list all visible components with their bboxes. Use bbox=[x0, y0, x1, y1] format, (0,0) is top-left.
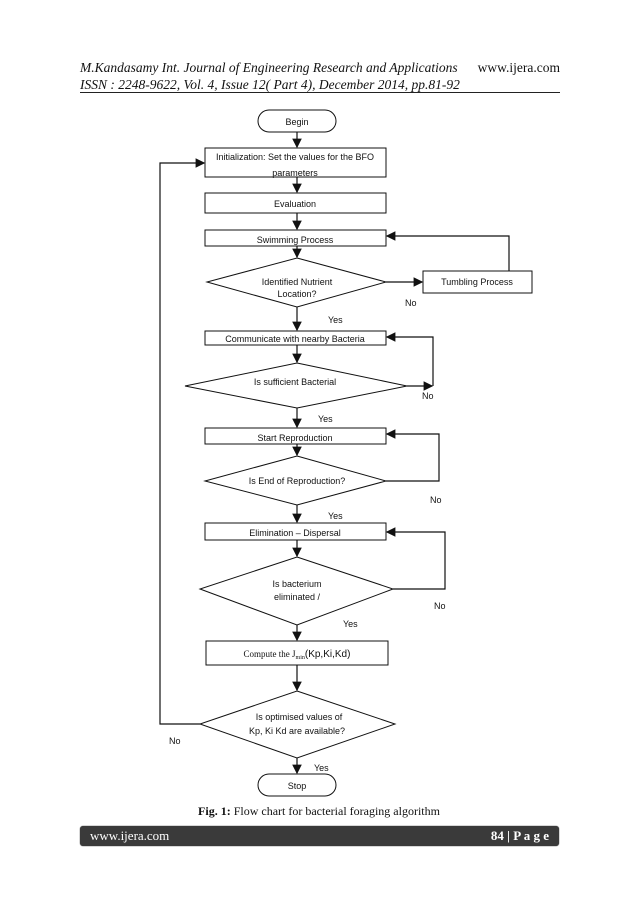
reproduction-label: Start Reproduction bbox=[257, 433, 332, 443]
footer-url: www.ijera.com bbox=[90, 828, 170, 843]
optimised-label: Is optimised values of bbox=[256, 712, 343, 722]
yes-label: Yes bbox=[314, 763, 329, 773]
init-label-2: parameters bbox=[272, 168, 318, 178]
nutrient-label: Identified Nutrient bbox=[262, 277, 333, 287]
tumbling-label: Tumbling Process bbox=[441, 277, 513, 287]
yes-label: Yes bbox=[318, 414, 333, 424]
journal-header-line1: M.Kandasamy Int. Journal of Engineering … bbox=[80, 60, 458, 75]
no-label: No bbox=[430, 495, 442, 505]
eliminated-label-2: eliminated / bbox=[274, 592, 321, 602]
decision-eliminated bbox=[198, 556, 395, 626]
begin-label: Begin bbox=[285, 117, 308, 127]
page-number: 84 | P a g e bbox=[490, 828, 549, 843]
header-rule bbox=[80, 92, 560, 93]
nutrient-label-2: Location? bbox=[277, 289, 316, 299]
stop-label: Stop bbox=[288, 781, 307, 791]
yes-label: Yes bbox=[328, 315, 343, 325]
figure-caption: Fig. 1: Flow chart for bacterial foragin… bbox=[198, 804, 440, 818]
eliminated-label: Is bacterium bbox=[272, 579, 321, 589]
decision-optimised bbox=[198, 690, 397, 759]
no-label: No bbox=[169, 736, 181, 746]
no-label: No bbox=[405, 298, 417, 308]
init-box bbox=[204, 147, 387, 178]
no-label: No bbox=[422, 391, 434, 401]
journal-header-line2: ISSN : 2248-9622, Vol. 4, Issue 12( Part… bbox=[80, 77, 460, 92]
compute-box bbox=[205, 640, 389, 666]
flow-arrows bbox=[159, 132, 510, 775]
header-url: www.ijera.com bbox=[477, 60, 560, 75]
init-label: Initialization: Set the values for the B… bbox=[216, 152, 374, 162]
yes-label: Yes bbox=[328, 511, 343, 521]
swimming-label: Swimming Process bbox=[257, 235, 334, 245]
communicate-label: Communicate with nearby Bacteria bbox=[225, 334, 365, 344]
evaluation-label: Evaluation bbox=[274, 199, 316, 209]
yes-label: Yes bbox=[343, 619, 358, 629]
optimised-label-2: Kp, Ki Kd are available? bbox=[249, 726, 345, 736]
no-label: No bbox=[434, 601, 446, 611]
end-repro-label: Is End of Reproduction? bbox=[249, 476, 346, 486]
page-footer: www.ijera.com 84 | P a g e bbox=[80, 826, 559, 846]
compute-label: Compute the Jmin(Kp,Ki,Kd) bbox=[244, 649, 351, 661]
sufficient-label: Is sufficient Bacterial bbox=[254, 377, 336, 387]
elimination-label: Elimination – Dispersal bbox=[249, 528, 341, 538]
